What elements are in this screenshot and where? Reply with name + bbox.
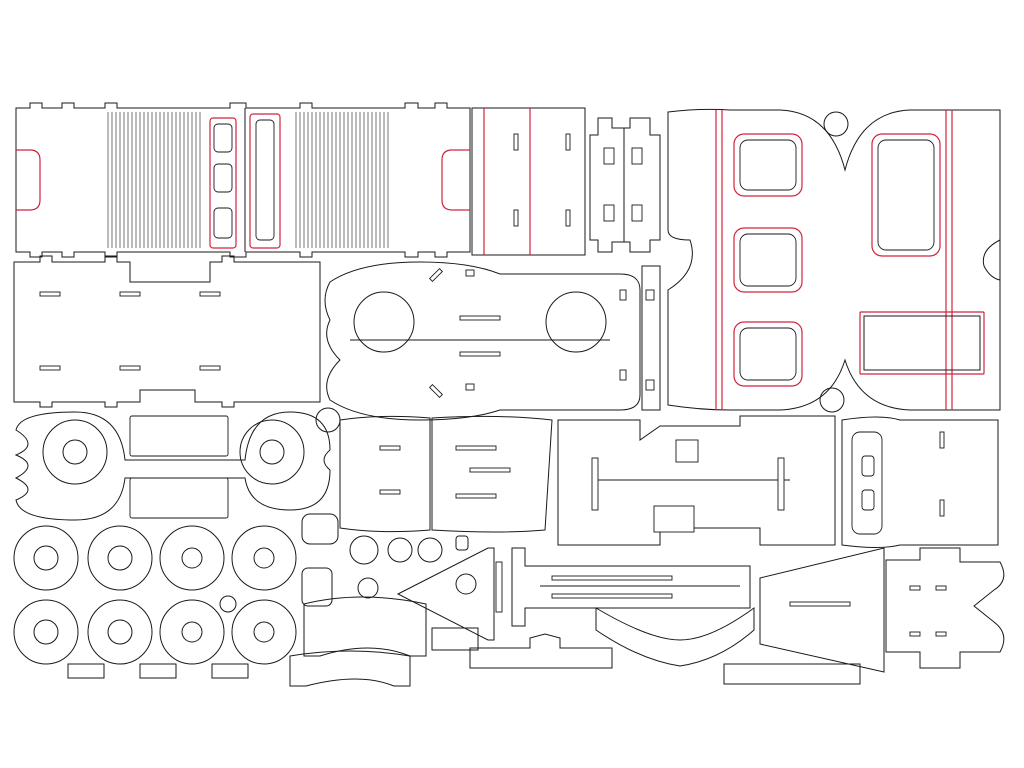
- arch-pieces: [289, 596, 479, 687]
- bottom-bars: [469, 607, 861, 685]
- box-panel: [13, 255, 321, 408]
- wedge-panel: [759, 547, 885, 673]
- round-parts: [219, 513, 469, 613]
- trapezoid-plates: [339, 415, 553, 533]
- tab-strip: [641, 265, 661, 411]
- living-hinge-left: [107, 112, 201, 248]
- side-panel: [471, 107, 586, 256]
- wheel-discs: [13, 525, 297, 679]
- bone-deck: [324, 261, 641, 421]
- wheel-assembly: [14, 407, 341, 521]
- cross-piece: [885, 547, 1005, 669]
- triangle-part: [396, 547, 503, 641]
- long-rail: [511, 547, 751, 627]
- upper-plate: [667, 108, 1001, 413]
- curved-right-panel: [841, 416, 999, 548]
- bracket-pieces: [589, 117, 661, 253]
- living-hinge-right: [295, 112, 389, 248]
- wing-panel-top: [15, 102, 471, 258]
- chassis-frame: [557, 415, 836, 546]
